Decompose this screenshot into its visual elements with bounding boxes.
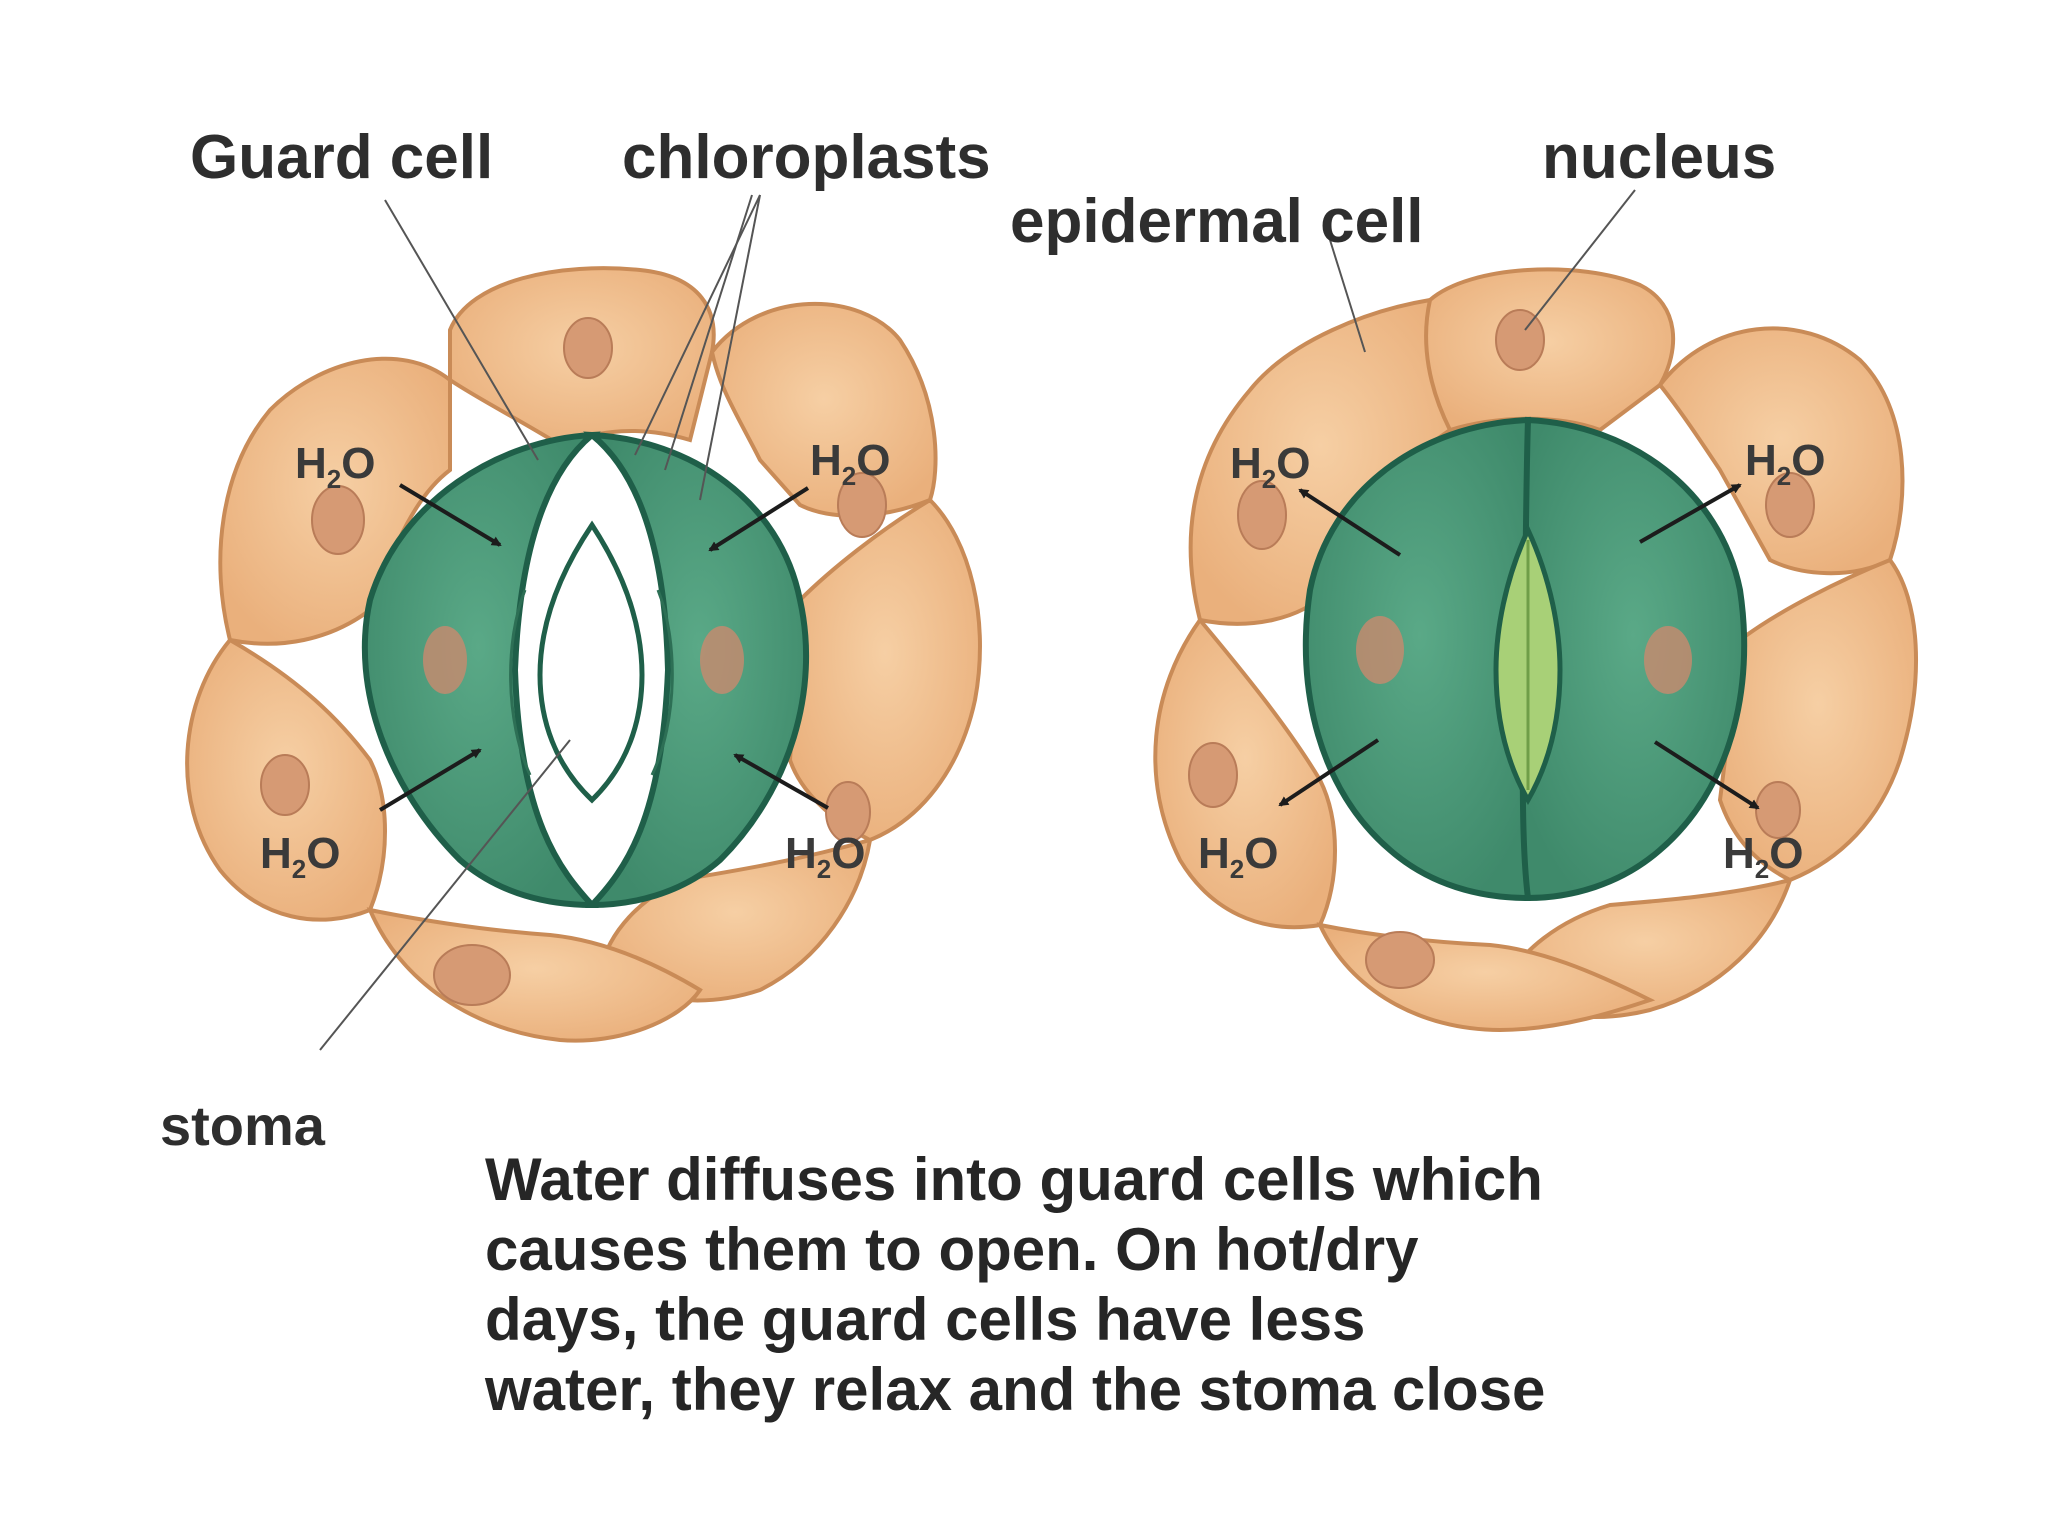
chloroplasts-leader: [699, 194, 761, 501]
chloroplasts-leader: [664, 194, 753, 471]
arrow-inward-icon: [733, 753, 829, 810]
nucleus-icon: [311, 485, 365, 555]
guard-cell-left-half: [361, 431, 601, 909]
arrow-outward-icon: [1298, 488, 1402, 557]
epidermal-cell: [1153, 616, 1337, 930]
h2o-label: H2O: [1230, 439, 1310, 494]
guard-cell-wall-line: [509, 589, 532, 776]
h2o-label: H2O: [1723, 829, 1803, 884]
stoma-leader: [319, 739, 571, 1051]
nucleus-icon: [1237, 480, 1287, 550]
guard-nucleus-icon: [1356, 616, 1404, 684]
caption-line-3: days, the guard cells have less: [485, 1286, 1365, 1353]
nucleus-leader: [1524, 189, 1636, 331]
caption-block: Water diffuses into guard cells which ca…: [484, 1146, 1545, 1423]
nucleus-icon: [837, 472, 887, 538]
h2o-labels: H2O H2O H2O H2O H2O H2O H2O H2O: [260, 436, 1825, 884]
guard-nucleus-icon: [423, 626, 467, 694]
h2o-label: H2O: [810, 436, 890, 491]
nucleus-label: nucleus: [1542, 123, 1776, 192]
epidermal-cell-leader: [1329, 239, 1366, 353]
guard-cells-right: [1302, 416, 1748, 902]
stoma-pore-open: [537, 520, 645, 804]
caption-line-4: water, they relax and the stoma close: [484, 1356, 1545, 1423]
epidermal-cell-label: epidermal cell: [1010, 187, 1424, 256]
nuclei-left: [260, 317, 887, 1006]
stoma-open-illustration: [185, 266, 982, 1043]
h2o-label: H2O: [1198, 829, 1278, 884]
arrow-inward-icon: [708, 486, 810, 552]
h2o-label: H2O: [295, 439, 375, 494]
nucleus-icon: [1765, 472, 1815, 538]
guard-cell-leader: [384, 199, 539, 461]
nucleus-icon: [1495, 309, 1545, 371]
nucleus-icon: [1188, 742, 1238, 808]
h2o-label: H2O: [260, 829, 340, 884]
arrow-outward-icon: [1639, 483, 1742, 544]
epidermal-cell: [1657, 326, 1905, 576]
epidermal-cell: [787, 497, 982, 843]
nucleus-icon: [1755, 781, 1801, 839]
nucleus-icon: [260, 754, 310, 816]
nucleus-icon: [825, 781, 871, 843]
arrow-outward-icon: [1653, 740, 1760, 810]
guard-cell-label: Guard cell: [190, 123, 493, 192]
water-arrows: [378, 483, 1760, 812]
nucleus-icon: [1365, 931, 1435, 989]
caption-line-1: Water diffuses into guard cells which: [485, 1146, 1543, 1213]
guard-nucleus-icon: [700, 626, 744, 694]
leader-lines: [319, 189, 1636, 1051]
guard-nucleus-icon: [1644, 626, 1692, 694]
epidermal-cell: [709, 302, 938, 518]
nucleus-icon: [433, 944, 511, 1006]
epidermal-cell: [1417, 267, 1676, 433]
guard-cells-left: [361, 431, 810, 909]
chloroplasts-label: chloroplasts: [622, 123, 991, 192]
caption-line-2: causes them to open. On hot/dry: [485, 1216, 1419, 1283]
nuclei-right: [1188, 309, 1815, 989]
epidermal-cell: [366, 907, 703, 1043]
h2o-label: H2O: [785, 829, 865, 884]
guard-cell-wall-line: [650, 589, 674, 776]
arrow-inward-icon: [398, 483, 502, 547]
stoma-closed-illustration: [1153, 267, 1918, 1033]
nucleus-icon: [563, 317, 613, 379]
h2o-label: H2O: [1745, 436, 1825, 491]
arrow-inward-icon: [378, 748, 482, 812]
epidermal-cells-right: [1153, 267, 1918, 1033]
arrow-outward-icon: [1278, 738, 1380, 807]
stoma-label: stoma: [160, 1094, 326, 1157]
